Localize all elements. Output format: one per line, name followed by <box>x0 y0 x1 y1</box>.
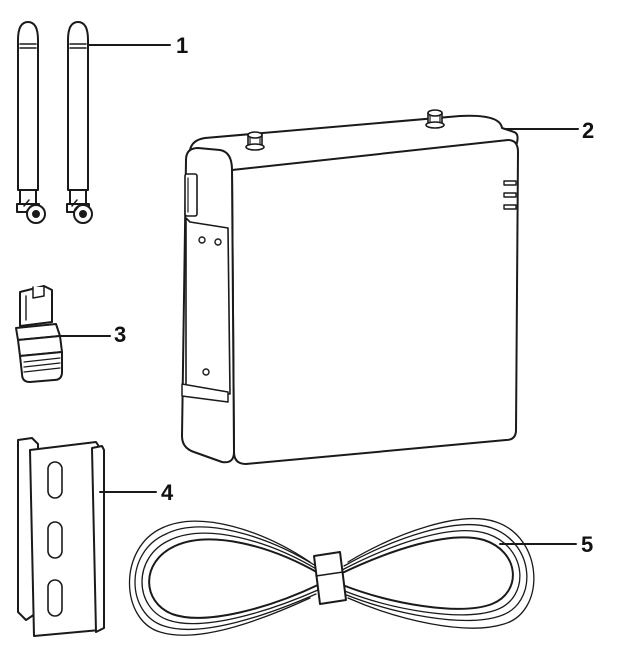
antenna-right <box>66 21 93 224</box>
callout-number-5: 5 <box>581 532 594 557</box>
callout-number-1: 1 <box>176 33 189 58</box>
coiled-cable <box>129 518 535 636</box>
callout-number-2: 2 <box>582 118 595 143</box>
antenna-left <box>16 21 46 224</box>
device-box <box>181 109 519 465</box>
callout-number-3: 3 <box>114 322 127 347</box>
rj45-connector <box>15 285 63 383</box>
din-rail <box>17 437 105 637</box>
callout-number-4: 4 <box>161 480 174 505</box>
